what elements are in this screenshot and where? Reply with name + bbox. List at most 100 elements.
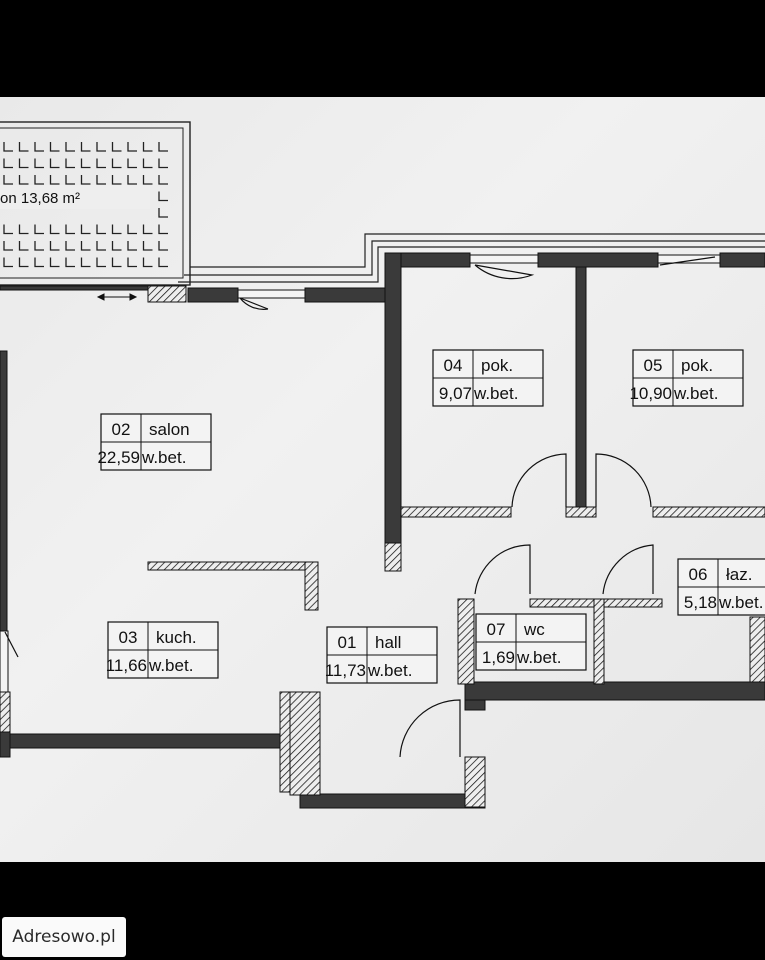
room-floor: w.bet. — [673, 384, 718, 403]
tile-mark — [158, 241, 168, 251]
tile-mark — [80, 158, 91, 169]
tile-mark — [158, 191, 168, 202]
room-area: 10,90 — [629, 384, 672, 403]
tile-mark — [142, 257, 153, 268]
tile-mark — [158, 158, 168, 169]
tile-mark — [96, 224, 106, 235]
room-floor: w.bet. — [516, 648, 561, 667]
tile-mark — [80, 142, 91, 152]
room-name: salon — [149, 420, 190, 439]
tile-mark — [127, 175, 137, 185]
tile-mark — [96, 257, 106, 268]
door-swings — [4, 256, 716, 758]
balcony: on 13,68 m² — [0, 121, 191, 286]
tile-mark — [127, 158, 137, 169]
tile-mark — [3, 224, 13, 235]
tile-mark — [18, 142, 29, 152]
tile-mark — [158, 257, 168, 268]
room-floor: w.bet. — [473, 384, 518, 403]
tile-mark — [34, 158, 44, 169]
tile-mark — [3, 142, 13, 152]
tile-mark — [111, 224, 122, 235]
outer-boundary-lines — [178, 233, 765, 283]
tile-mark — [111, 175, 122, 185]
tile-mark — [49, 224, 60, 235]
tile-mark — [18, 175, 29, 185]
tile-mark — [158, 224, 168, 235]
tile-mark — [111, 257, 122, 268]
tile-mark — [80, 224, 91, 235]
tile-mark — [96, 158, 106, 169]
room-number: 06 — [689, 565, 708, 584]
tile-mark — [127, 241, 137, 251]
room-floor: w.bet. — [148, 656, 193, 675]
tile-mark — [96, 175, 106, 185]
room-number: 04 — [444, 356, 463, 375]
tile-mark — [49, 175, 60, 185]
tile-mark — [65, 175, 75, 185]
room-area: 11,73 — [325, 661, 366, 680]
tile-mark — [65, 158, 75, 169]
tile-mark — [65, 142, 75, 152]
room-number: 01 — [338, 633, 357, 652]
room-name: pok. — [481, 356, 513, 375]
floor-plan: on 13,68 m² — [0, 121, 765, 809]
tile-mark — [158, 208, 168, 218]
sliding-door-arrow — [96, 293, 138, 301]
balcony-label: on 13,68 m² — [0, 190, 80, 207]
tile-mark — [127, 257, 137, 268]
tile-mark — [49, 257, 60, 268]
room-name: pok. — [681, 356, 713, 375]
tile-mark — [34, 175, 44, 185]
room-area: 22,59 — [97, 448, 140, 467]
floor-plan-sheet: on 13,68 m² — [0, 97, 765, 862]
tile-mark — [49, 158, 60, 169]
balcony-tiles — [3, 142, 168, 268]
room-floor: w.bet. — [141, 448, 186, 467]
tile-mark — [65, 241, 75, 251]
room-number: 05 — [644, 356, 663, 375]
room-area: 11,66 — [106, 656, 147, 675]
tile-mark — [96, 241, 106, 251]
room-area: 5,18 — [684, 593, 717, 612]
tile-mark — [127, 142, 137, 152]
tile-mark — [158, 175, 168, 185]
room-name: łaz. — [726, 565, 752, 584]
tile-mark — [65, 224, 75, 235]
tile-mark — [3, 241, 13, 251]
tile-mark — [111, 142, 122, 152]
room-name: wc — [523, 620, 545, 639]
room-number: 03 — [119, 628, 138, 647]
tile-mark — [34, 257, 44, 268]
room-name: kuch. — [156, 628, 197, 647]
tile-mark — [65, 257, 75, 268]
room-floor: w.bet. — [367, 661, 412, 680]
tile-mark — [80, 175, 91, 185]
tile-mark — [80, 257, 91, 268]
windows — [0, 254, 721, 693]
tile-mark — [96, 142, 106, 152]
tile-mark — [142, 241, 153, 251]
tile-mark — [3, 175, 13, 185]
hatched-walls — [0, 285, 765, 808]
walls — [0, 252, 765, 809]
tile-mark — [142, 175, 153, 185]
tile-mark — [127, 224, 137, 235]
room-area: 9,07 — [439, 384, 472, 403]
tile-mark — [18, 241, 29, 251]
room-area: 1,69 — [482, 648, 515, 667]
tile-mark — [49, 142, 60, 152]
tile-mark — [34, 224, 44, 235]
tile-mark — [49, 241, 60, 251]
tile-mark — [18, 224, 29, 235]
tile-mark — [18, 257, 29, 268]
tile-mark — [142, 158, 153, 169]
tile-mark — [80, 241, 91, 251]
